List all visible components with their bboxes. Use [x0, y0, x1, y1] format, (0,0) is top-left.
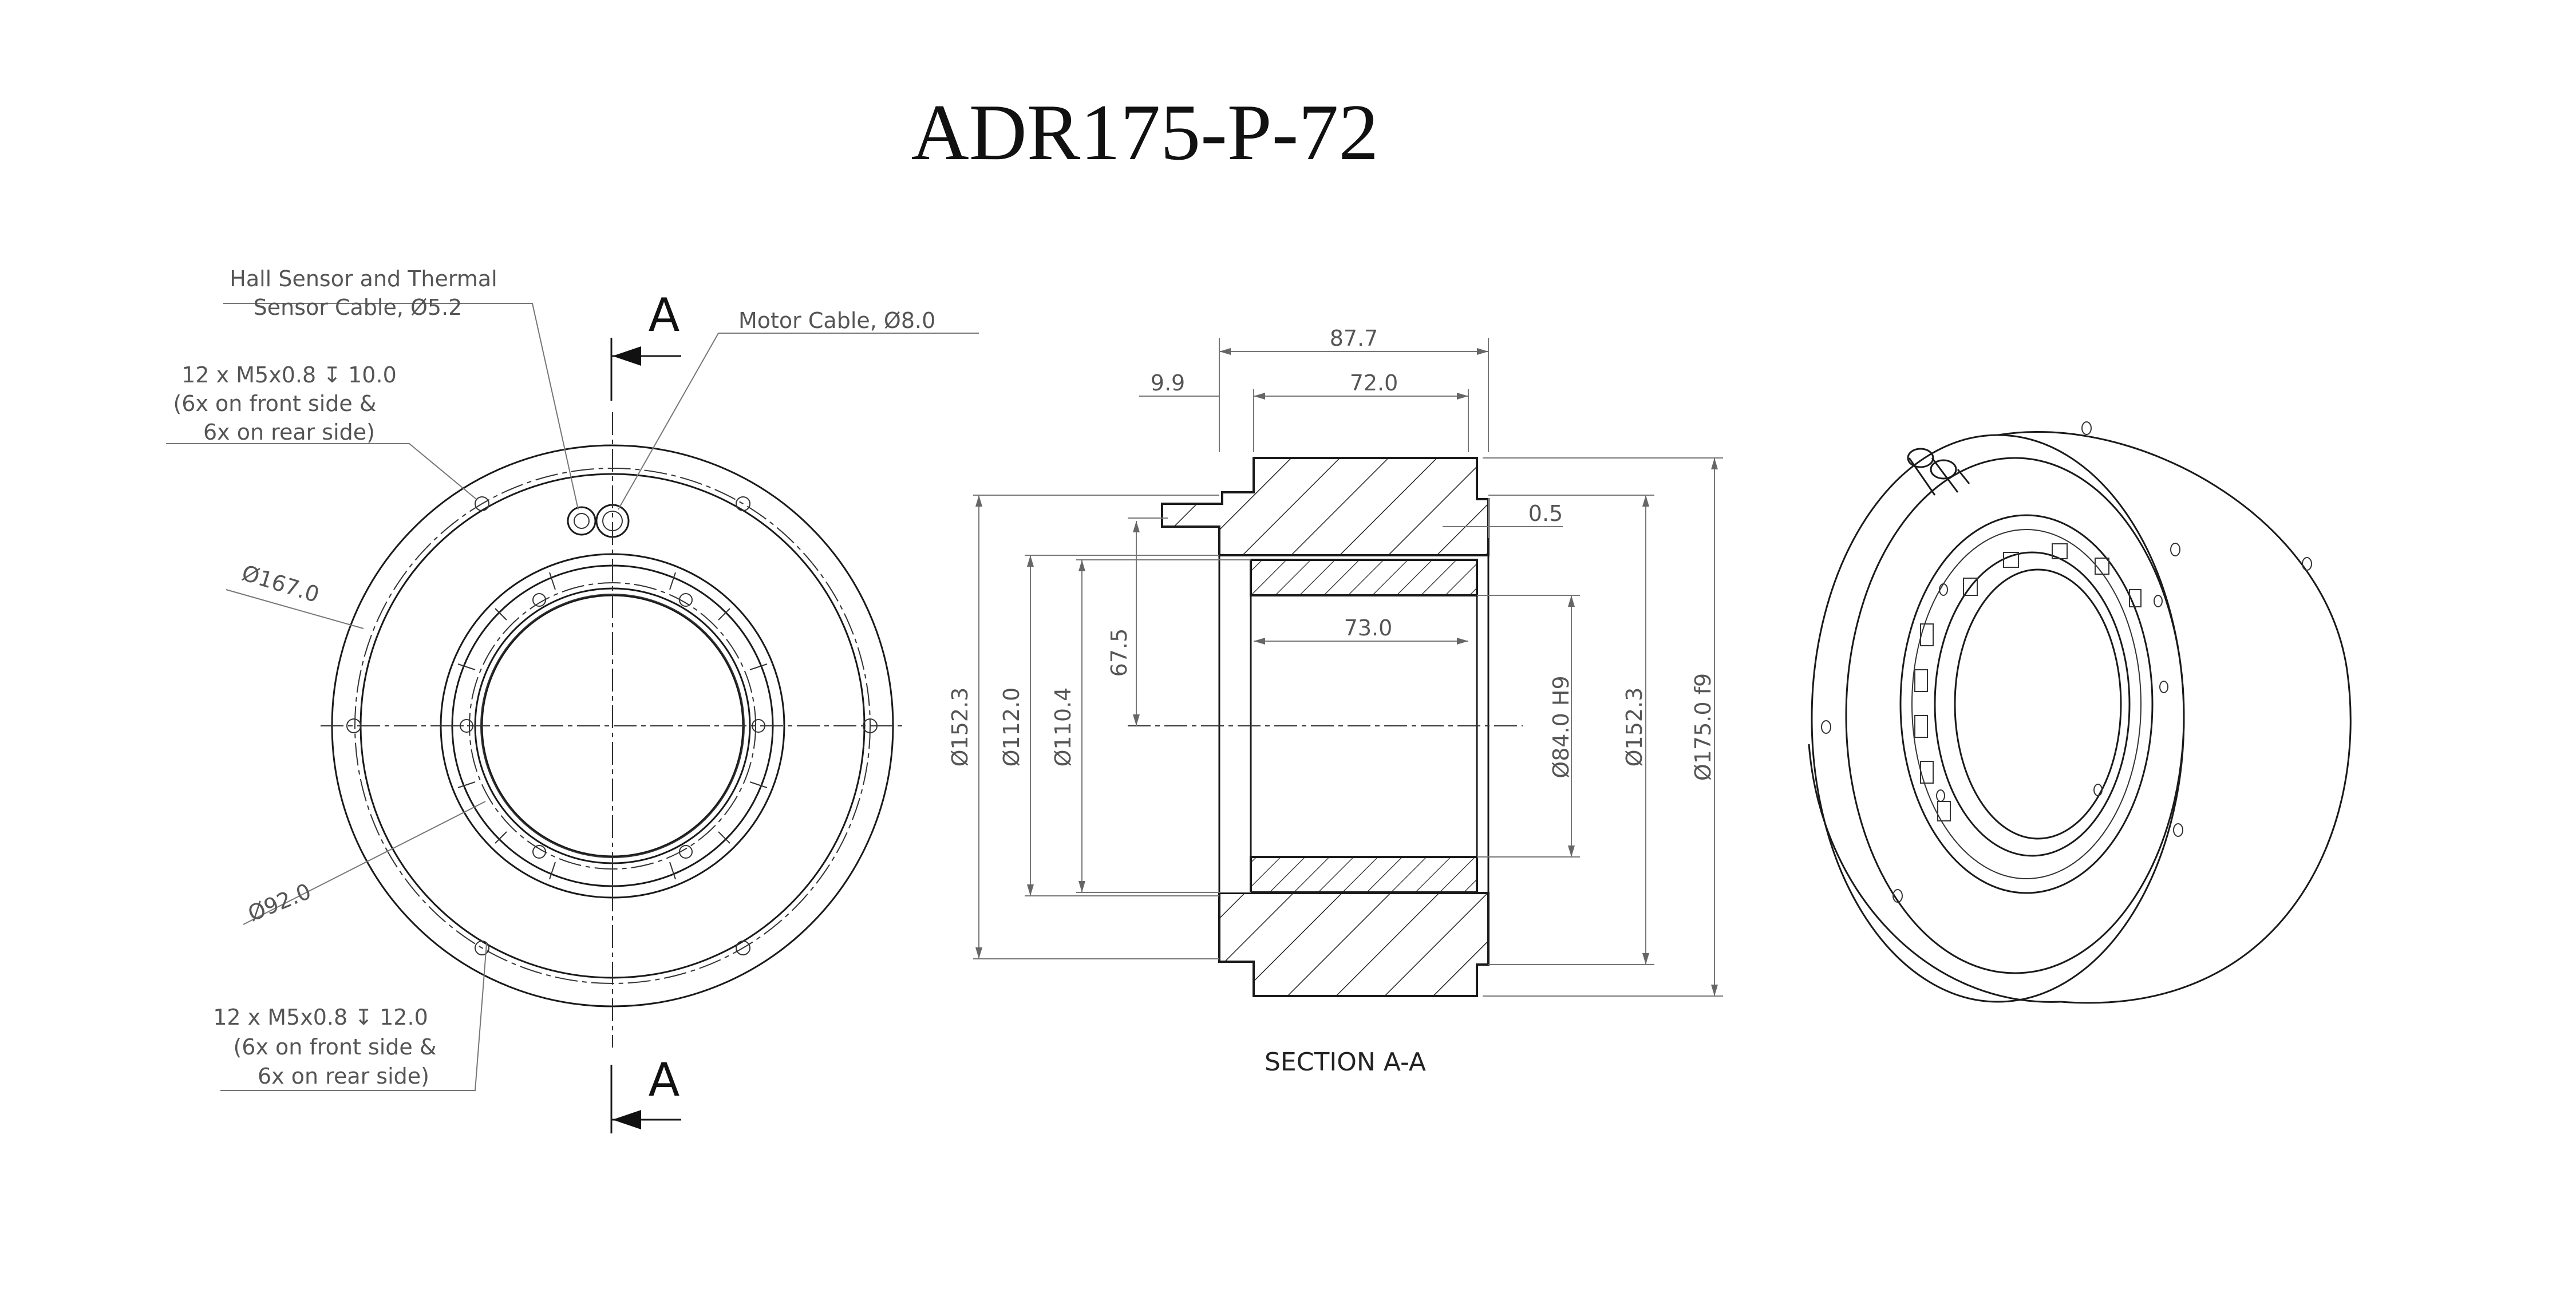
slot-segments: [447, 560, 779, 892]
dim-112: Ø112.0: [999, 687, 1024, 767]
section-letter-top: A: [649, 289, 680, 342]
dia-167-label: Ø167.0: [239, 560, 322, 608]
iso-slots: [1914, 543, 2142, 821]
dim-84: Ø84.0 H9: [1548, 675, 1574, 778]
iso-holes: [1821, 421, 2312, 903]
hall-sensor-label-1: Hall Sensor and Thermal: [230, 266, 497, 291]
front-holes-label-2: (6x on front side &: [173, 391, 376, 416]
section-marker-bottom: A: [610, 1053, 681, 1133]
iso-cable-ports: [1907, 448, 1970, 496]
section-letter-bottom: A: [649, 1053, 680, 1107]
dim-110: Ø110.4: [1050, 687, 1076, 767]
rear-holes-label-1: 12 x M5x0.8 ↧ 12.0: [213, 1005, 428, 1030]
dim-87-7: 87.7: [1330, 326, 1378, 351]
drawing-title: ADR175-P-72: [911, 88, 1379, 177]
dim-73-0: 73.0: [1344, 615, 1393, 641]
dim-175: Ø175.0 f9: [1690, 673, 1716, 781]
front-holes-label-1: 12 x M5x0.8 ↧ 10.0: [181, 362, 397, 388]
dim-left-152: Ø152.3: [947, 687, 973, 767]
front-holes-label-3: 6x on rear side): [203, 420, 375, 445]
dia-92-label: Ø92.0: [244, 879, 315, 927]
section-view: 87.7 9.9 72.0 0.5 73.0 Ø152.3 Ø112.0 Ø11…: [947, 326, 1723, 1077]
dim-right-152: Ø152.3: [1622, 687, 1647, 767]
isometric-view: [1808, 421, 2352, 1004]
front-view: A A Hall Sensor and Thermal Sensor Cable…: [166, 266, 979, 1133]
rear-holes-label-2: (6x on front side &: [233, 1034, 436, 1060]
section-label: SECTION A-A: [1265, 1048, 1426, 1077]
section-marker-top: A: [610, 289, 681, 401]
dim-9-9: 9.9: [1151, 370, 1185, 396]
dim-67-5: 67.5: [1107, 629, 1132, 677]
rear-holes-label-3: 6x on rear side): [258, 1064, 429, 1089]
dim-72-0: 72.0: [1350, 370, 1398, 396]
hall-sensor-label-2: Sensor Cable, Ø5.2: [254, 295, 463, 320]
dim-0-5: 0.5: [1528, 501, 1563, 526]
motor-cable-label: Motor Cable, Ø8.0: [738, 308, 935, 333]
cable-ports: [567, 504, 630, 538]
